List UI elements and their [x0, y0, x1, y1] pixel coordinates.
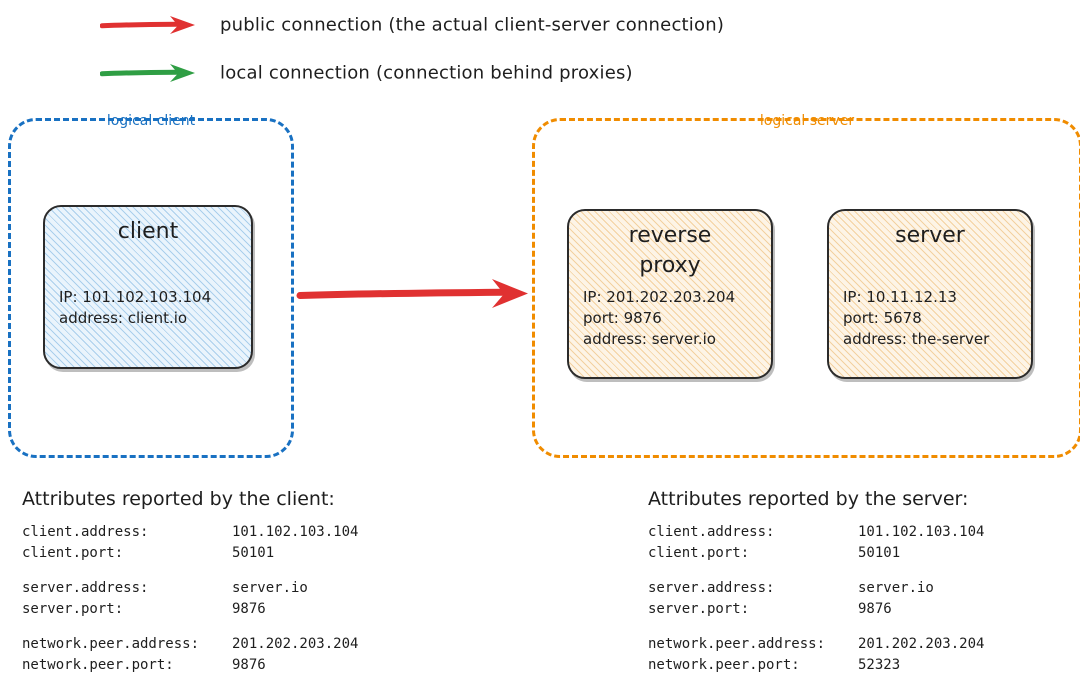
attr-key: network.peer.address: [22, 636, 200, 652]
attr-value: 101.102.103.104 [858, 524, 985, 540]
attr-key: client.port: [648, 545, 750, 561]
attr-value: 9876 [858, 601, 892, 617]
node-reverse-proxy-details: IP: 201.202.203.204 port: 9876 address: … [583, 287, 757, 350]
attr-key: server.address: [22, 580, 149, 596]
node-client-ip: IP: 101.102.103.104 [59, 288, 212, 306]
client-attributes-heading: Attributes reported by the client: [22, 488, 335, 510]
attr-value: 9876 [232, 657, 266, 673]
node-client-address: address: client.io [59, 309, 188, 327]
node-client-title: client [117, 219, 179, 244]
node-server-address: address: the-server [843, 330, 990, 348]
logical-server-label: logical server [759, 113, 855, 129]
attr-key: network.peer.port: [648, 657, 800, 673]
table-row: client.address: 101.102.103.104 [648, 522, 1068, 543]
table-row: network.peer.port: 9876 [22, 655, 442, 676]
node-client-details: IP: 101.102.103.104 address: client.io [59, 287, 237, 329]
node-server-title: server [895, 223, 965, 248]
server-attr-group-server: server.address: server.io server.port: 9… [648, 578, 1068, 620]
attr-key: server.port: [22, 601, 124, 617]
table-row: server.address: server.io [648, 578, 1068, 599]
attr-key: server.address: [648, 580, 775, 596]
server-attr-group-client: client.address: 101.102.103.104 client.p… [648, 522, 1068, 564]
node-reverse-proxy: reverse proxy IP: 201.202.203.204 port: … [567, 209, 773, 379]
node-server-ip: IP: 10.11.12.13 [843, 288, 957, 306]
red-arrow-icon [99, 14, 198, 36]
green-arrow-icon [99, 62, 198, 84]
server-attributes-block: Attributes reported by the server: clien… [648, 486, 1068, 676]
public-connection-arrow [296, 275, 532, 313]
attr-key: network.peer.port: [22, 657, 174, 673]
node-server-details: IP: 10.11.12.13 port: 5678 address: the-… [843, 287, 1017, 350]
node-reverse-proxy-ip: IP: 201.202.203.204 [583, 288, 736, 306]
attr-value: 52323 [858, 657, 901, 673]
node-client: client IP: 101.102.103.104 address: clie… [43, 205, 253, 369]
table-row: client.port: 50101 [648, 543, 1068, 564]
logical-client-zone: logical client client IP: 101.102.103.10… [8, 113, 294, 458]
logical-client-label: logical client [106, 113, 196, 129]
attr-value: server.io [858, 580, 934, 596]
table-row: network.peer.address: 201.202.203.204 [648, 634, 1068, 655]
table-row: server.port: 9876 [22, 599, 442, 620]
table-row: client.port: 50101 [22, 543, 442, 564]
table-row: server.address: server.io [22, 578, 442, 599]
attr-key: network.peer.address: [648, 636, 826, 652]
client-attributes-block: Attributes reported by the client: clien… [22, 486, 442, 676]
attr-key: client.port: [22, 545, 124, 561]
attr-value: server.io [232, 580, 308, 596]
table-row: network.peer.address: 201.202.203.204 [22, 634, 442, 655]
attr-value: 9876 [232, 601, 266, 617]
node-reverse-proxy-address: address: server.io [583, 330, 716, 348]
node-reverse-proxy-port: port: 9876 [583, 309, 662, 327]
server-attributes-heading: Attributes reported by the server: [648, 488, 969, 510]
client-attr-group-server: server.address: server.io server.port: 9… [22, 578, 442, 620]
legend-label-public-connection: public connection (the actual client-ser… [220, 14, 725, 36]
client-attr-group-network-peer: network.peer.address: 201.202.203.204 ne… [22, 634, 442, 676]
attr-key: client.address: [22, 524, 149, 540]
legend-item-public-connection: public connection (the actual client-ser… [99, 10, 760, 40]
attr-value: 50101 [858, 545, 901, 561]
client-attr-group-client: client.address: 101.102.103.104 client.p… [22, 522, 442, 564]
attr-value: 50101 [232, 545, 275, 561]
logical-server-zone: logical server reverse proxy IP: 201.202… [532, 113, 1080, 458]
attr-value: 201.202.203.204 [232, 636, 359, 652]
node-server: server IP: 10.11.12.13 port: 5678 addres… [827, 209, 1033, 379]
node-reverse-proxy-title: reverse proxy [628, 223, 712, 278]
attr-value: 101.102.103.104 [232, 524, 359, 540]
attr-value: 201.202.203.204 [858, 636, 985, 652]
attr-key: client.address: [648, 524, 775, 540]
table-row: network.peer.port: 52323 [648, 655, 1068, 676]
table-row: client.address: 101.102.103.104 [22, 522, 442, 543]
legend-label-local-connection: local connection (connection behind prox… [220, 62, 633, 84]
legend-item-local-connection: local connection (connection behind prox… [99, 58, 760, 88]
table-row: server.port: 9876 [648, 599, 1068, 620]
node-server-port: port: 5678 [843, 309, 922, 327]
server-attr-group-network-peer: network.peer.address: 201.202.203.204 ne… [648, 634, 1068, 676]
attr-key: server.port: [648, 601, 750, 617]
